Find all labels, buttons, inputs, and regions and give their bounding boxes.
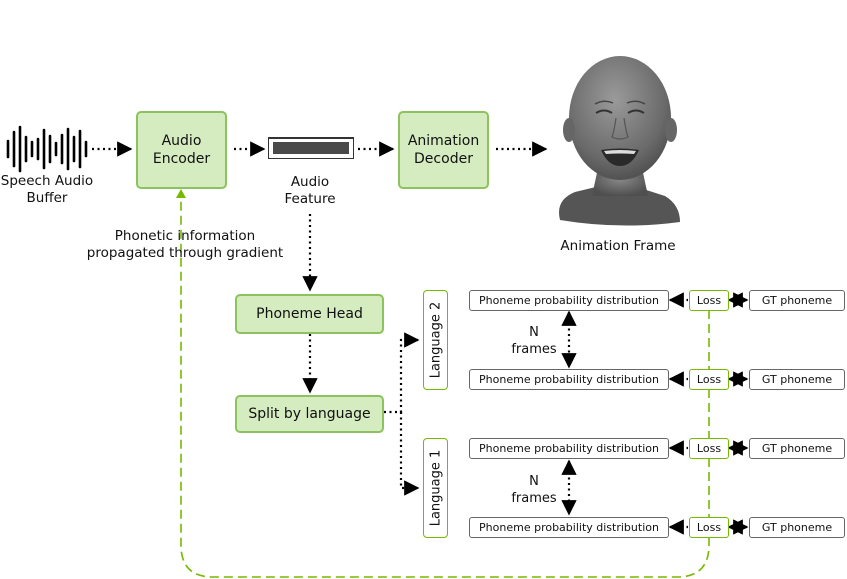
language-1-label: Language 1: [428, 449, 443, 527]
phoneme-distribution-box: Phoneme probability distribution: [469, 438, 669, 459]
waveform-icon: [6, 125, 88, 173]
phoneme-head-box: Phoneme Head: [235, 294, 384, 334]
split-by-language-box: Split by language: [235, 395, 384, 433]
arrow-split-to-language-2: [384, 332, 420, 414]
language-1-box: Language 1: [423, 438, 448, 538]
loss-box: Loss: [689, 290, 729, 311]
loss-box: Loss: [689, 438, 729, 459]
gt-phoneme-box: GT phoneme: [749, 290, 845, 311]
gt-phoneme-box: GT phoneme: [749, 438, 845, 459]
animation-decoder-box: Animation Decoder: [398, 111, 489, 189]
phoneme-distribution-box: Phoneme probability distribution: [469, 290, 669, 311]
gradient-note: Phonetic information propagated through …: [86, 228, 284, 261]
gt-phoneme-box: GT phoneme: [749, 369, 845, 390]
gt-phoneme-box: GT phoneme: [749, 517, 845, 538]
arrow-split-to-language-1: [399, 412, 420, 496]
language-2-label: Language 2: [428, 301, 443, 379]
n-frames-label-lang2: N frames: [511, 325, 557, 357]
face-render-icon: [559, 56, 680, 226]
audio-encoder-box: Audio Encoder: [136, 111, 227, 189]
audio-feature-label: Audio Feature: [284, 174, 336, 207]
loss-box: Loss: [689, 369, 729, 390]
loss-box: Loss: [689, 517, 729, 538]
gradient-path: [180, 197, 710, 578]
n-frames-label-lang1: N frames: [511, 474, 557, 506]
speech-audio-buffer-label: Speech Audio Buffer: [0, 173, 94, 206]
language-2-box: Language 2: [423, 290, 448, 390]
animation-frame-label: Animation Frame: [560, 238, 676, 254]
audio-feature-icon: [268, 137, 354, 159]
phoneme-distribution-box: Phoneme probability distribution: [469, 369, 669, 390]
gradient-arrowhead: [176, 189, 186, 198]
phoneme-distribution-box: Phoneme probability distribution: [469, 517, 669, 538]
